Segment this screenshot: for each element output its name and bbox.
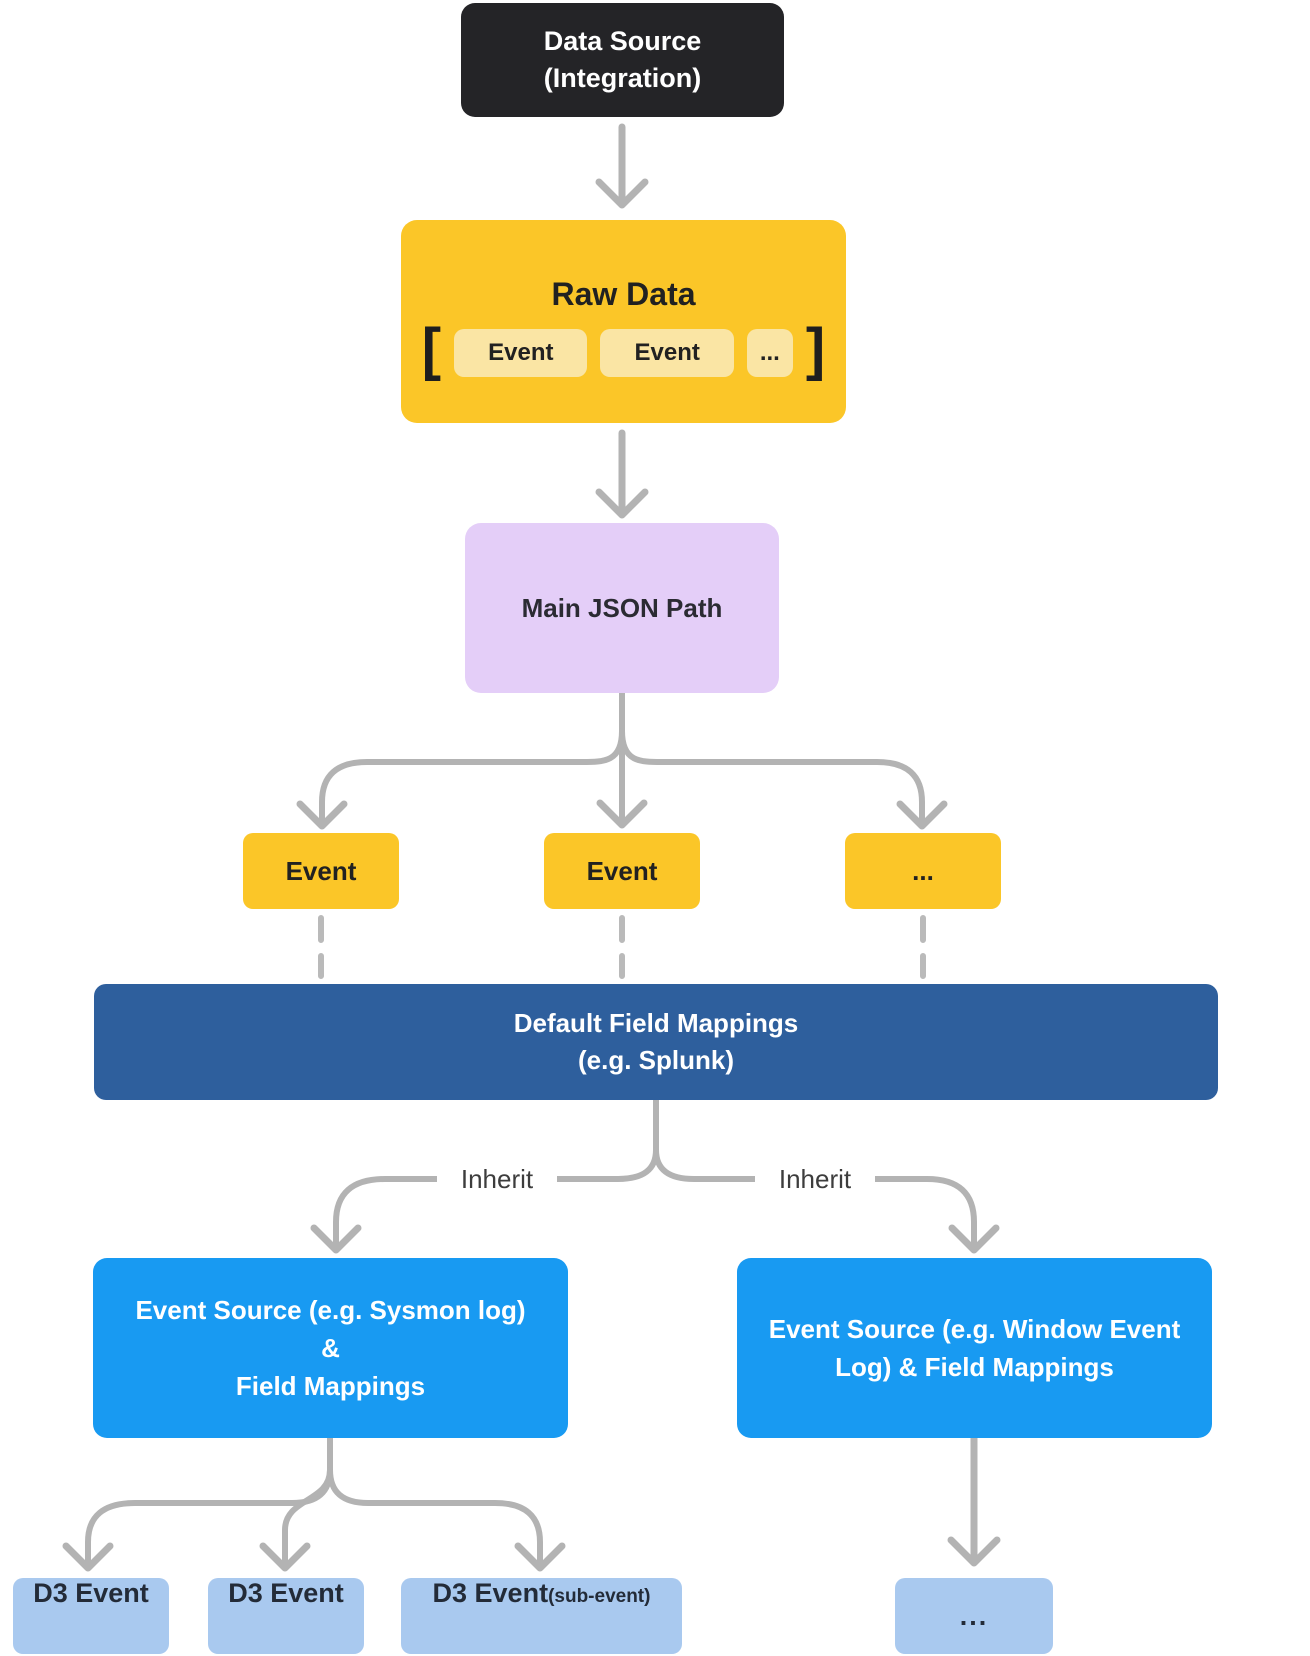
mappings-line1: Default Field Mappings <box>513 1008 799 1038</box>
inherit-label-right: Inherit <box>755 1162 875 1196</box>
d3-event-node-1: D3 Event <box>13 1578 169 1654</box>
close-bracket: ] <box>805 317 826 382</box>
event-node-2: Event <box>544 833 700 909</box>
raw-ellipsis-chip: ... <box>746 329 793 377</box>
dashed-links-events-to-mappings <box>318 915 926 979</box>
event-node-ellipsis: ... <box>845 833 1001 909</box>
event-label: ... <box>912 855 934 886</box>
event-source-line1: Event Source (e.g. Window Event <box>768 1314 1181 1344</box>
inherit-split <box>310 1097 1000 1254</box>
d3-event-node-2: D3 Event <box>208 1578 364 1654</box>
event-source-line2: Log) & Field Mappings <box>835 1352 1114 1382</box>
d3-event-label: D3 Event <box>432 1578 549 1608</box>
default-field-mappings-node: Default Field Mappings (e.g. Splunk) <box>94 984 1218 1100</box>
main-json-path-node: Main JSON Path <box>465 523 779 693</box>
event-label: Event <box>586 855 658 886</box>
raw-event-chip: Event <box>600 329 734 377</box>
raw-event-chip: Event <box>454 329 588 377</box>
open-bracket: [ <box>421 317 442 382</box>
raw-data-title: Raw Data <box>551 276 696 312</box>
event-source-line2: Field Mappings <box>235 1371 426 1401</box>
event-source-line1: Event Source (e.g. Sysmon log) & <box>135 1295 526 1363</box>
raw-data-node: Raw Data [ Event Event ... ] <box>401 220 846 423</box>
data-source-line1: Data Source <box>543 26 702 56</box>
ellipsis-label: ... <box>959 1600 989 1631</box>
branch-jsonpath-to-events <box>296 690 948 830</box>
data-source-line2: (Integration) <box>543 63 702 93</box>
mappings-line2: (e.g. Splunk) <box>578 1045 734 1075</box>
d3-event-suffix: (sub-event) <box>548 1586 651 1607</box>
arrow-datasource-to-rawdata <box>595 123 649 209</box>
arrow-rawdata-to-jsonpath <box>595 429 649 519</box>
event-source-windowlog-node: Event Source (e.g. Window Event Log) & F… <box>737 1258 1212 1438</box>
main-json-path-label: Main JSON Path <box>521 592 723 623</box>
d3-event-label: D3 Event <box>33 1578 149 1608</box>
d3-event-subevent-node: D3 Event (sub-event) <box>401 1578 682 1654</box>
event-label: Event <box>285 855 357 886</box>
event-node-1: Event <box>243 833 399 909</box>
data-source-node: Data Source (Integration) <box>461 3 784 117</box>
d3-event-label: D3 Event <box>228 1578 344 1608</box>
inherit-label-left: Inherit <box>437 1162 557 1196</box>
arrow-windowlog-to-dots <box>947 1434 1001 1567</box>
ellipsis-node: ... <box>895 1578 1053 1654</box>
raw-data-array: [ Event Event ... ] <box>421 317 826 382</box>
branch-sysmon-to-d3events <box>62 1435 566 1572</box>
event-source-sysmon-node: Event Source (e.g. Sysmon log) & Field M… <box>93 1258 568 1438</box>
